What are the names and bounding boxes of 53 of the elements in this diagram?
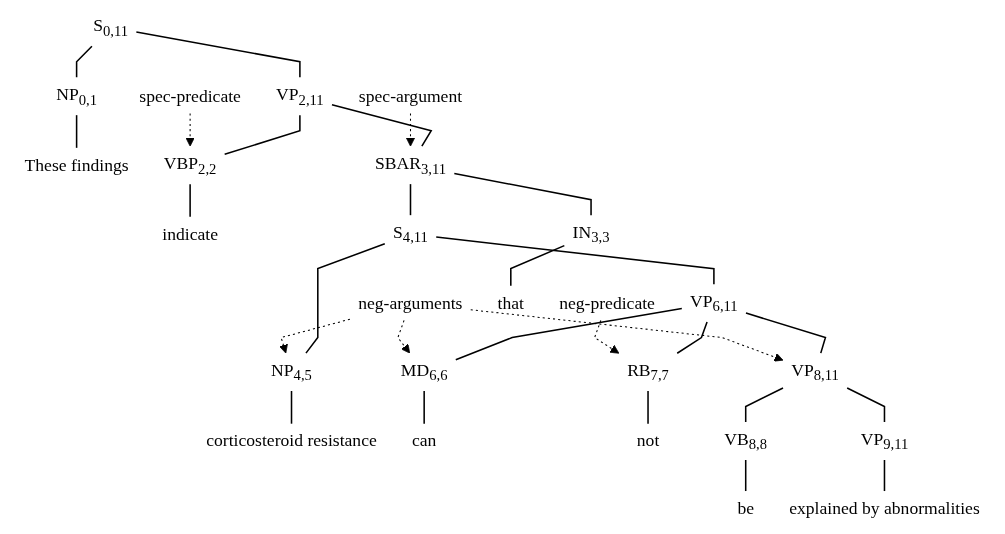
- node-text: VP$_{6,11}$: [690, 291, 739, 315]
- connector: [331, 103, 433, 147]
- connector: [423, 390, 426, 425]
- node-text: corticosteroid resistance: [206, 430, 378, 451]
- connector: [510, 244, 566, 287]
- node-text: VB$_{8,8}$: [724, 429, 768, 453]
- node-text: that: [497, 293, 525, 313]
- arrow: [185, 113, 195, 147]
- node-text: S$_{4,11}$: [393, 222, 429, 246]
- node-text: not: [637, 430, 660, 451]
- connector: [76, 45, 94, 78]
- connector: [884, 459, 886, 492]
- node-text: IN$_{3,3}$: [572, 222, 610, 246]
- node-text: neg-predicate: [559, 293, 656, 313]
- node-text: These findings: [24, 155, 129, 175]
- node-text: S$_{0,11}$: [93, 15, 129, 39]
- arrow: [279, 318, 351, 354]
- arrow: [470, 309, 784, 362]
- connector: [745, 459, 747, 492]
- node-text: NP$_{0,1}$: [56, 84, 98, 108]
- node-text: RB$_{7,7}$: [627, 360, 670, 384]
- connector: [453, 172, 593, 216]
- arrow: [594, 319, 620, 354]
- connector: [291, 390, 293, 425]
- node-text: neg-arguments: [358, 293, 463, 313]
- connector: [305, 242, 386, 354]
- node-text: VP$_{2,11}$: [276, 84, 325, 108]
- connector: [745, 387, 785, 423]
- node-text: indicate: [162, 224, 219, 244]
- node-text: MD$_{6,6}$: [401, 360, 448, 384]
- node-text: VBP$_{2,2}$: [164, 153, 217, 177]
- node-text: VP$_{9,11}$: [861, 429, 909, 453]
- connector: [410, 183, 412, 216]
- node-text: can: [412, 430, 437, 451]
- arrow: [397, 319, 411, 354]
- node-text: NP$_{4,5}$: [271, 360, 313, 384]
- node-text: explained by abnormalities: [789, 498, 981, 518]
- node-text: VP$_{8,11}$: [791, 360, 840, 384]
- node-text: be: [737, 498, 755, 518]
- connector: [76, 114, 78, 149]
- arrow: [406, 113, 416, 147]
- connector: [745, 312, 827, 354]
- connector: [435, 236, 715, 285]
- connector: [224, 114, 301, 156]
- node-text: spec-argument: [359, 86, 463, 106]
- connector: [846, 387, 886, 423]
- connector: [135, 31, 301, 78]
- node-text: spec-predicate: [139, 86, 242, 106]
- connector: [189, 183, 192, 218]
- connector: [647, 390, 650, 425]
- node-text: SBAR$_{3,11}$: [375, 153, 447, 177]
- connector: [455, 307, 683, 361]
- connector: [676, 321, 709, 354]
